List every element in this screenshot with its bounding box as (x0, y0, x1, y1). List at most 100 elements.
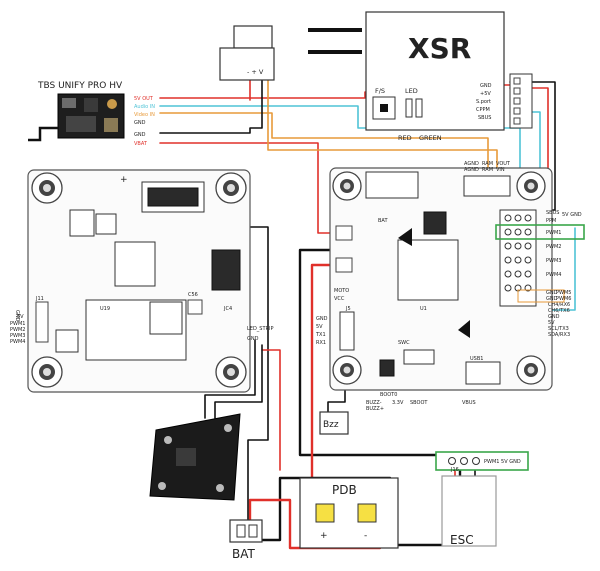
mount-hole-br (215, 356, 247, 388)
failsafe-button[interactable] (380, 104, 388, 112)
wire-vtx-vbat (159, 142, 341, 234)
fc-hole-tr (516, 171, 546, 201)
fc-bottom-0: BUZZ- (366, 400, 382, 406)
fc-misc-swc: SWC (398, 340, 410, 346)
fc-lower-1: CH6/TX6 (548, 308, 570, 314)
pdb-left-label-0: GND (14, 310, 20, 322)
fc-top-0: AGND (464, 161, 479, 167)
fc-left-3: RX1 (316, 340, 326, 346)
fc-bottom-4: BOOT0 (380, 392, 397, 398)
receiver-led-label: LED (405, 87, 418, 95)
fc-lower-mid-3: PWM6 (556, 296, 571, 302)
fc-top-2: RAM (482, 161, 493, 167)
pdb-left-label-4: PWM3 (10, 333, 25, 339)
vtx-pin-gnd-1: GND (134, 120, 146, 126)
vtx-title: TBS UNIFY PRO HV (37, 81, 123, 91)
fc-lower-mid-0: GND (546, 290, 558, 296)
wire-led-strip (204, 339, 256, 419)
buzzer-pin-label: - + V (247, 68, 264, 76)
fc-right-row-3: PWM2 (546, 244, 561, 250)
receiver-fs-label: F/S (375, 87, 385, 95)
pdb-label: PDB (332, 483, 357, 497)
led-green-label: GREEN (419, 134, 442, 142)
mount-hole-tr (215, 172, 247, 204)
xsr-pin-1: +5V (480, 91, 491, 97)
receiver-name: XSR (408, 32, 471, 65)
vtx-pin-video: Video IN (134, 112, 155, 118)
fc-left-0: GND (316, 316, 328, 322)
fc-left-2: TX1 (315, 332, 326, 338)
pdb-left-label-2: PWM1 (10, 321, 25, 327)
fc-hole-br (516, 355, 546, 385)
fc-lower-5: SDA/RX3 (548, 332, 570, 338)
fc-right-row-5: PWM4 (546, 272, 561, 278)
led-board (149, 413, 241, 501)
pdb-c56-label: C56 (188, 292, 198, 298)
fc-misc-j5: J5 (345, 306, 351, 312)
vtx-module: TBS UNIFY PRO HV 5V OUT Audio IN Video I… (28, 81, 155, 147)
esc-component: ESC PWM1 5V GND J16 (435, 451, 529, 547)
xsr-pin-2: S.port (476, 99, 491, 105)
vtx-pin-gnd-2: GND (134, 132, 146, 138)
fc-right-row-1: PPM (546, 218, 556, 224)
xsr-pin-0: GND (480, 83, 492, 89)
fc-right-row-0: SBUS (546, 210, 559, 216)
fc-top-3: RAM (482, 167, 493, 173)
fc-left-1: 5V (316, 324, 323, 330)
fc-misc-u1: U1 (420, 306, 427, 312)
pdb-positive-pad (315, 503, 335, 523)
fc-lower-3: 5V (548, 320, 555, 326)
pdb-u19-label: U19 (100, 306, 110, 312)
fc-top-1: AGND (464, 167, 479, 173)
buzzer-label: Bzz (323, 420, 339, 430)
pwm1-highlight (495, 224, 585, 240)
fc-misc-vcc: VCC (334, 296, 345, 302)
fc-lower-mid-2: GND (546, 296, 558, 302)
battery-label: BAT (232, 547, 256, 561)
fc-lower-4: SCL/TX3 (548, 326, 569, 332)
pdb-plus: + (320, 531, 328, 541)
wire-vtx-video (159, 112, 489, 199)
fc-lower-0: CH4/RX6 (548, 302, 570, 308)
xsr-pin-4: SBUS (478, 115, 491, 121)
xsr-receiver: XSR F/S LED RED GREEN GND +5V S.port CPP… (308, 11, 533, 142)
xsr-pin-3: CPPM (476, 107, 490, 113)
fc-right-cols: 5V GND (562, 212, 582, 218)
led-red-label: RED (398, 134, 412, 142)
flight-controller: SBUS PPM PWM1 PWM2 PWM3 PWM4 5V GND CH4/… (315, 161, 585, 412)
esc-header-box (435, 451, 529, 471)
esc-label: ESC (450, 533, 474, 547)
pdb-minus: - (364, 531, 367, 541)
fc-bottom-3: SBOOT (410, 400, 428, 406)
fc-bottom-1: BUZZ+ (366, 406, 384, 412)
wire-led-strip-2 (214, 344, 263, 419)
fc-misc-usb: USB1 (470, 356, 483, 362)
fc-right-row-2: PWM1 (546, 230, 561, 236)
pdb-gnd-label: GND (247, 336, 259, 342)
buzzer-module: - + V (219, 25, 275, 81)
esc-header-id: J16 (450, 467, 459, 473)
fc-right-row-4: PWM3 (546, 258, 561, 264)
wire-vtx-gnd (159, 77, 263, 134)
pdb-jc4-label: JC4 (223, 306, 232, 312)
wire-pdb-board-red (261, 349, 281, 471)
fc-misc-moto: MOTO (334, 288, 349, 294)
fc-bottom-2: 3.3V (392, 400, 404, 406)
fc-hole-bl (332, 355, 362, 385)
battery-connector: BAT (229, 519, 263, 561)
led-red-icon (405, 98, 413, 118)
fc-bottom-5: VBUS (462, 400, 476, 406)
power-board: GND 5V PWM1 PWM2 PWM3 PWM4 LED_STRIP GND… (10, 169, 274, 393)
fc-top-5: VIN (496, 167, 505, 173)
pdb-left-label-1: 5V (17, 314, 24, 320)
esc-header-label: PWM1 5V GND (484, 459, 521, 465)
fc-top-4: VOUT (496, 161, 511, 167)
led-green-icon (415, 98, 423, 118)
pdb-led-strip-label: LED_STRIP (247, 326, 274, 332)
pdb-left-label-5: PWM4 (10, 339, 25, 345)
vtx-pin-5v-out: 5V OUT (134, 96, 154, 102)
pdb-left-label-3: PWM2 (10, 327, 25, 333)
fc-misc-bat: BAT (378, 218, 388, 224)
